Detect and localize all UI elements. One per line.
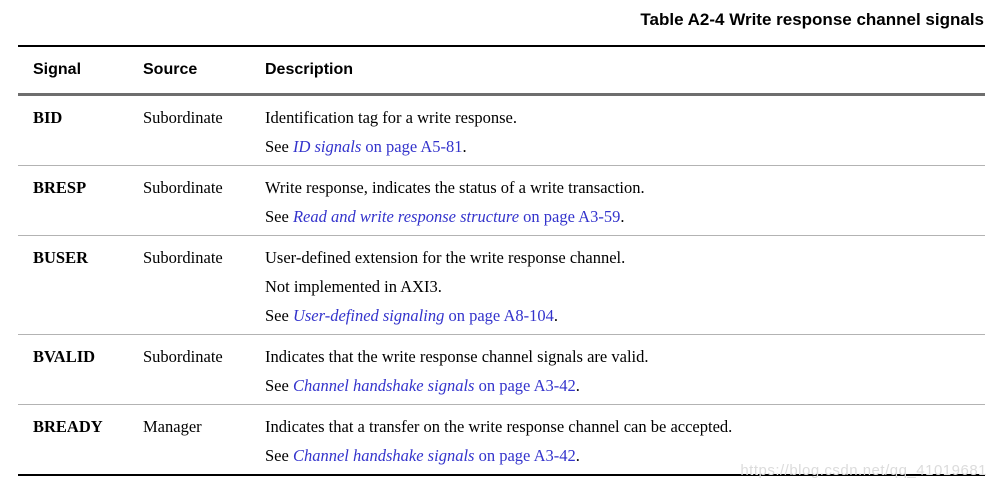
description-text: .: [462, 137, 467, 156]
description-cell: Indicates that a transfer on the write r…: [265, 412, 985, 470]
cross-reference-link[interactable]: Read and write response structure: [292, 207, 520, 226]
cross-reference-link[interactable]: on page A3-42: [474, 446, 576, 465]
description-cell: Indicates that the write response channe…: [265, 342, 985, 400]
description-line: User-defined extension for the write res…: [265, 243, 985, 272]
description-text: .: [575, 446, 580, 465]
description-cell: Identification tag for a write response.…: [265, 103, 985, 161]
column-header-source: Source: [143, 61, 198, 78]
column-header-signal: Signal: [33, 61, 82, 78]
cross-reference-link[interactable]: Channel handshake signals: [292, 376, 475, 395]
cross-reference-link[interactable]: Channel handshake signals: [292, 446, 475, 465]
description-text: Indicates that a transfer on the write r…: [265, 417, 733, 436]
description-line: See Read and write response structure on…: [265, 202, 985, 231]
description-text: .: [553, 306, 558, 325]
cross-reference-link[interactable]: on page A8-104: [444, 306, 554, 325]
table-body: BID Subordinate Identification tag for a w…: [18, 96, 985, 474]
description-line: Identification tag for a write response.: [265, 103, 985, 132]
source-cell: Subordinate: [143, 178, 223, 197]
watermark: https://blog.csdn.net/qq_41019681: [740, 462, 987, 479]
signal-cell: BUSER: [33, 248, 89, 267]
description-text: .: [575, 376, 580, 395]
description-line: See Channel handshake signals on page A3…: [265, 441, 985, 470]
description-text: Identification tag for a write response.: [265, 108, 517, 127]
source-cell: Subordinate: [143, 248, 223, 267]
description-text: See: [265, 446, 293, 465]
signal-cell: BRESP: [33, 178, 87, 197]
cross-reference-link[interactable]: User-defined signaling: [292, 306, 445, 325]
table-row: BREADY Manager Indicates that a transfer o…: [18, 405, 985, 474]
signal-cell: BID: [33, 108, 63, 127]
table-row: BUSER Subordinate User-defined extension f…: [18, 236, 985, 335]
description-text: .: [620, 207, 625, 226]
column-header-description: Description: [265, 61, 354, 78]
signal-cell: BVALID: [33, 347, 96, 366]
table-row: BID Subordinate Identification tag for a w…: [18, 96, 985, 166]
description-cell: Write response, indicates the status of …: [265, 173, 985, 231]
signals-table: Signal Source Description BID Subordinate…: [18, 45, 985, 476]
source-cell: Subordinate: [143, 108, 223, 127]
description-cell: User-defined extension for the write res…: [265, 243, 985, 330]
description-line: See ID signals on page A5-81.: [265, 132, 985, 161]
description-text: User-defined extension for the write res…: [265, 248, 626, 267]
cross-reference-link[interactable]: on page A3-59: [519, 207, 621, 226]
description-text: See: [265, 306, 293, 325]
table-header-row: Signal Source Description: [18, 47, 985, 96]
description-line: Indicates that the write response channe…: [265, 342, 985, 371]
description-text: Write response, indicates the status of …: [265, 178, 645, 197]
description-line: See User-defined signaling on page A8-10…: [265, 301, 985, 330]
description-text: See: [265, 137, 293, 156]
table-row: BVALID Subordinate Indicates that the writ…: [18, 335, 985, 405]
cross-reference-link[interactable]: ID signals: [292, 137, 362, 156]
table-row: BRESP Subordinate Write response, indicate…: [18, 166, 985, 236]
description-text: See: [265, 207, 293, 226]
cross-reference-link[interactable]: on page A5-81: [361, 137, 463, 156]
description-line: See Channel handshake signals on page A3…: [265, 371, 985, 400]
source-cell: Subordinate: [143, 347, 223, 366]
cross-reference-link[interactable]: on page A3-42: [474, 376, 576, 395]
source-cell: Manager: [143, 417, 202, 436]
description-line: Indicates that a transfer on the write r…: [265, 412, 985, 441]
description-text: Indicates that the write response channe…: [265, 347, 649, 366]
signal-cell: BREADY: [33, 417, 103, 436]
description-line: Write response, indicates the status of …: [265, 173, 985, 202]
table-caption: Table A2-4 Write response channel signal…: [640, 10, 984, 29]
description-text: Not implemented in AXI3.: [265, 277, 442, 296]
description-text: See: [265, 376, 293, 395]
description-line: Not implemented in AXI3.: [265, 272, 985, 301]
